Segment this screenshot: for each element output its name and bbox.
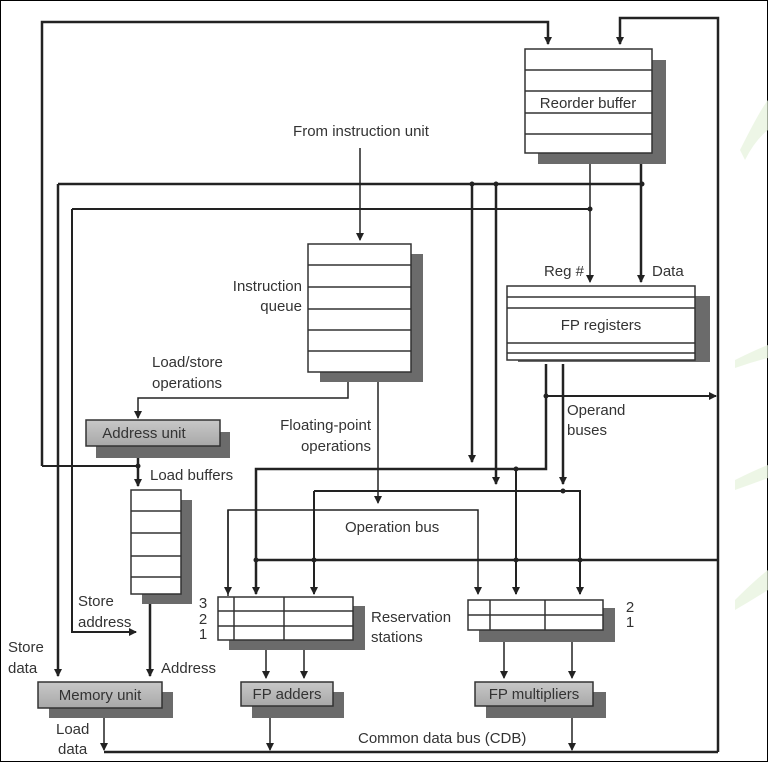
- cdb-label: Common data bus (CDB): [358, 730, 526, 747]
- fp-adders-label: FP adders: [253, 686, 322, 703]
- junction-dots: [135, 181, 645, 563]
- fp-registers-label: FP registers: [561, 317, 642, 334]
- reorder-buffer-label: Reorder buffer: [540, 95, 636, 112]
- store-data-label-2: data: [8, 660, 38, 677]
- multiplier-reservation-stations: 2 1: [467, 599, 634, 642]
- reservation-stations-label-2: stations: [371, 629, 423, 646]
- data-label: Data: [652, 263, 684, 280]
- reorder-buffer: Reorder buffer: [524, 48, 666, 164]
- address-unit: Address unit: [85, 419, 230, 458]
- adder-rs-2: 2: [199, 611, 207, 628]
- operand-buses-label-1: Operand: [567, 402, 625, 419]
- instruction-queue: [307, 243, 423, 382]
- load-buffers: [130, 489, 192, 604]
- mult-rs-2: 2: [626, 599, 634, 616]
- load-store-label-2: operations: [152, 375, 222, 392]
- load-store-label-1: Load/store: [152, 354, 223, 371]
- address-unit-label: Address unit: [102, 425, 186, 442]
- background-decoration: [735, 100, 768, 610]
- mult-rs-1: 1: [626, 614, 634, 631]
- fp-ops-label-2: operations: [301, 438, 371, 455]
- fp-adders: FP adders: [240, 681, 344, 718]
- adder-rs-1: 1: [199, 626, 207, 643]
- reg-num-label: Reg #: [544, 263, 585, 280]
- store-address-label-2: address: [78, 614, 131, 631]
- memory-unit-label: Memory unit: [59, 687, 142, 704]
- diagram-labels: From instruction unit Reg # Data Instruc…: [8, 123, 684, 758]
- operand-buses-label-2: buses: [567, 422, 607, 439]
- reservation-stations-label-1: Reservation: [371, 609, 451, 626]
- operation-bus-label: Operation bus: [345, 519, 439, 536]
- instruction-queue-label-1: Instruction: [233, 278, 302, 295]
- load-data-label-1: Load: [56, 721, 89, 738]
- load-data-label-2: data: [58, 741, 88, 758]
- store-data-label-1: Store: [8, 639, 44, 656]
- bus-lines: [40, 16, 720, 754]
- fp-ops-label-1: Floating-point: [280, 417, 372, 434]
- adder-reservation-stations: 3 2 1: [199, 595, 365, 650]
- fp-multipliers-label: FP multipliers: [489, 686, 580, 703]
- address-label: Address: [161, 660, 216, 677]
- instruction-queue-label-2: queue: [260, 298, 302, 315]
- fp-registers: FP registers: [506, 285, 710, 362]
- load-buffers-label: Load buffers: [150, 467, 233, 484]
- from-instruction-unit-label: From instruction unit: [293, 123, 430, 140]
- memory-unit: Memory unit: [37, 681, 173, 718]
- fp-multipliers: FP multipliers: [474, 681, 606, 718]
- adder-rs-3: 3: [199, 595, 207, 612]
- store-address-label-1: Store: [78, 593, 114, 610]
